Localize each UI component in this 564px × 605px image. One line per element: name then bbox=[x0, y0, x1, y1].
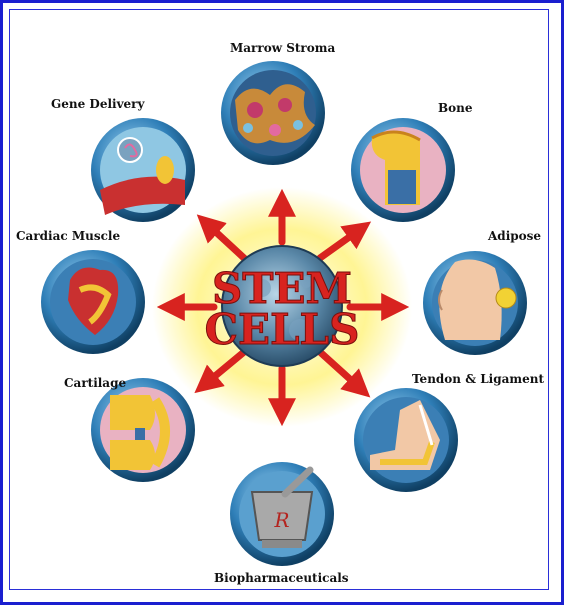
label-adipose: Adipose bbox=[488, 229, 541, 243]
orb-adipose bbox=[423, 251, 527, 355]
label-bone: Bone bbox=[438, 101, 473, 115]
label-cardiac-muscle: Cardiac Muscle bbox=[16, 229, 120, 243]
orb-biopharmaceuticals: R bbox=[230, 462, 334, 566]
orb-marrow-stroma bbox=[221, 61, 325, 165]
center-title: STEM CELLS bbox=[205, 264, 360, 354]
orb-cardiac-muscle bbox=[41, 250, 145, 354]
label-tendon-ligament: Tendon & Ligament bbox=[412, 372, 544, 386]
label-cartilage: Cartilage bbox=[64, 376, 126, 390]
orb-cartilage bbox=[91, 378, 195, 482]
orb-gene-delivery bbox=[91, 118, 195, 222]
orb-tendon-ligament bbox=[354, 388, 458, 492]
label-biopharmaceuticals: Biopharmaceuticals bbox=[214, 571, 349, 585]
label-marrow-stroma: Marrow Stroma bbox=[230, 41, 335, 55]
label-gene-delivery: Gene Delivery bbox=[51, 97, 144, 111]
center-title-line2: CELLS bbox=[205, 305, 360, 354]
orb-bone bbox=[351, 118, 455, 222]
svg-text:R: R bbox=[273, 508, 289, 532]
